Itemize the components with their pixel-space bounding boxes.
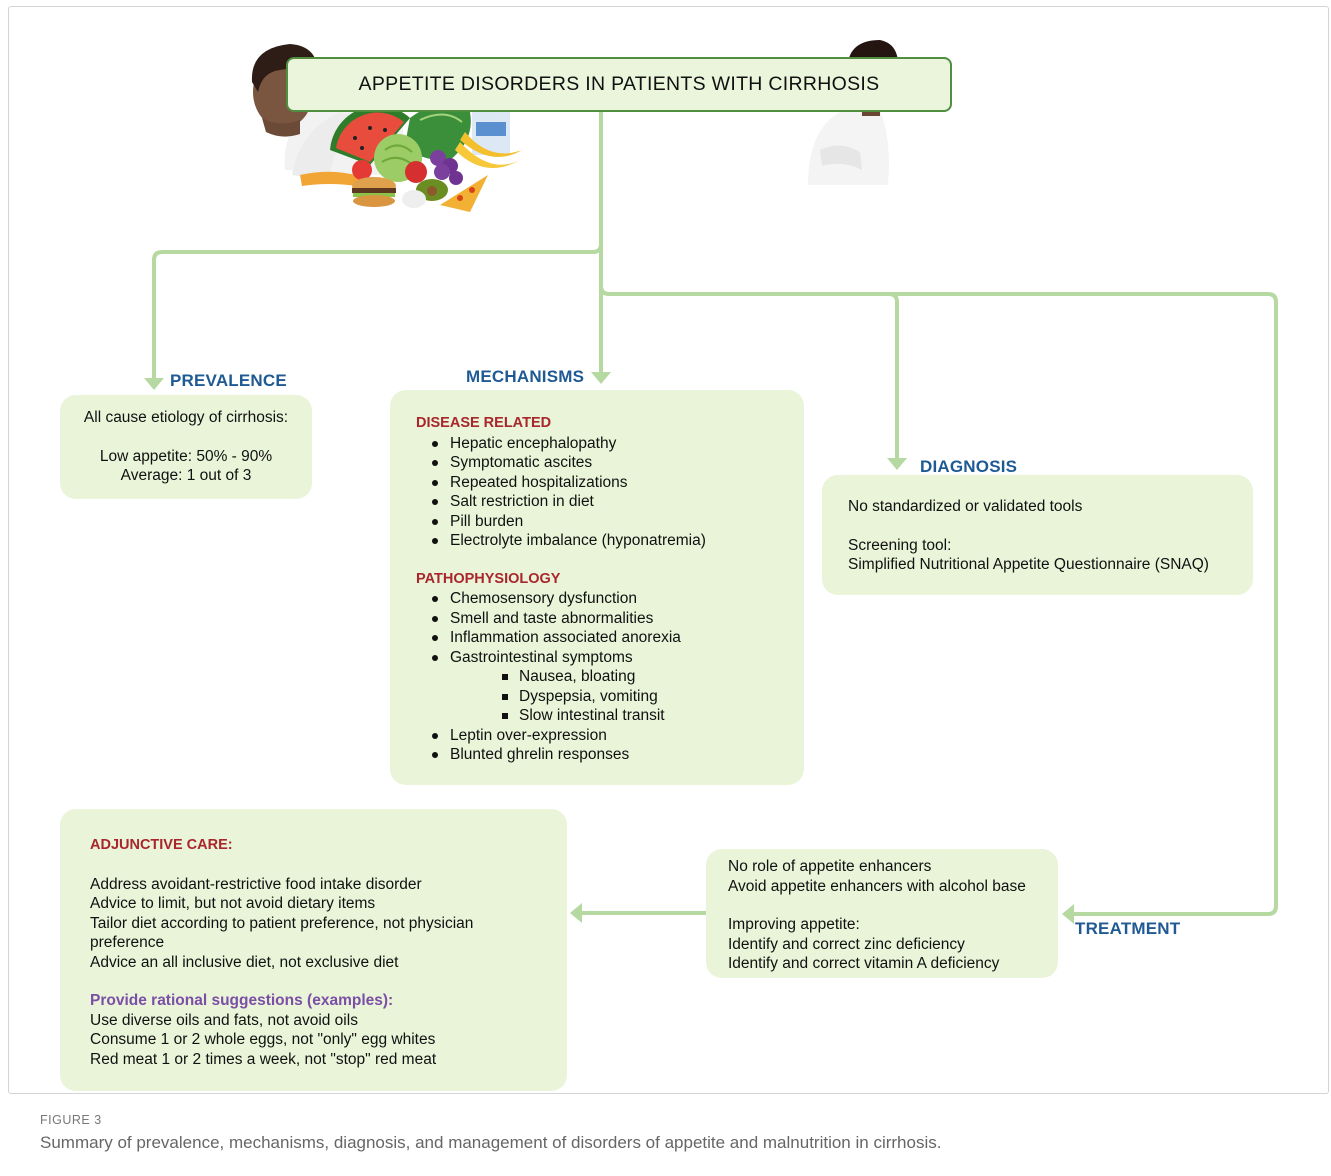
mechanisms-box: DISEASE RELATED Hepatic encephalopathy S… xyxy=(390,390,804,785)
diagnosis-heading: DIAGNOSIS xyxy=(920,457,1018,476)
list-item: Smell and taste abnormalities xyxy=(416,609,804,629)
prevalence-line: Average: 1 out of 3 xyxy=(120,467,252,484)
list-item: Inflammation associated anorexia xyxy=(416,628,804,648)
adjunctive-line: Address avoidant-restrictive food intake… xyxy=(90,875,422,893)
mechanisms-heading: MECHANISMS xyxy=(466,367,585,386)
list-item: Nausea, bloating xyxy=(416,667,804,687)
list-item: Chemosensory dysfunction xyxy=(416,589,804,609)
suggestion-line: Use diverse oils and fats, not avoid oil… xyxy=(90,1011,358,1029)
treatment-line: No role of appetite enhancers xyxy=(728,858,932,875)
suggestion-line: Consume 1 or 2 whole eggs, not "only" eg… xyxy=(90,1031,436,1048)
arrowhead-diagnosis xyxy=(887,458,907,470)
list-item: Leptin over-expression xyxy=(416,726,804,746)
connector-to-prevalence xyxy=(152,112,603,378)
food-pile-illustration xyxy=(300,88,522,212)
list-item: Blunted ghrelin responses xyxy=(416,745,804,765)
treatment-box: No role of appetite enhancers Avoid appe… xyxy=(706,849,1058,978)
pathophysiology-list-continued: Leptin over-expression Blunted ghrelin r… xyxy=(416,726,804,765)
list-item: Electrolyte imbalance (hyponatremia) xyxy=(416,531,804,551)
diagnosis-line: Screening tool: xyxy=(848,536,952,554)
figure-label: FIGURE 3 xyxy=(40,1113,102,1127)
gi-symptoms-sublist: Nausea, bloating Dyspepsia, vomiting Slo… xyxy=(416,667,804,726)
prevalence-line: All cause etiology of cirrhosis: xyxy=(83,409,289,426)
list-item: Salt restriction in diet xyxy=(416,492,804,512)
suggestions-heading: Provide rational suggestions (examples): xyxy=(90,992,394,1009)
adjunctive-care-heading: ADJUNCTIVE CARE: xyxy=(90,837,233,853)
disease-related-list: Hepatic encephalopathy Symptomatic ascit… xyxy=(416,434,804,551)
prevalence-line: Low appetite: 50% - 90% xyxy=(99,447,273,465)
list-item: Gastrointestinal symptoms xyxy=(416,648,804,668)
diagnosis-line: Simplified Nutritional Appetite Question… xyxy=(848,556,1209,573)
arrowhead-mechanisms xyxy=(591,372,611,384)
arrowhead-treatment xyxy=(1062,904,1074,924)
adjunctive-line: Tailor diet according to patient prefere… xyxy=(90,914,474,952)
adjunctive-line: Advice an all inclusive diet, not exclus… xyxy=(90,953,399,971)
treatment-line: Avoid appetite enhancers with alcohol ba… xyxy=(728,877,1026,895)
figure-caption: Summary of prevalence, mechanisms, diagn… xyxy=(40,1133,942,1152)
arrowhead-prevalence xyxy=(144,378,164,390)
suggestion-line: Red meat 1 or 2 times a week, not "stop"… xyxy=(90,1050,437,1068)
connector-to-treatment xyxy=(889,292,1278,916)
treatment-line: Identify and correct vitamin A deficienc… xyxy=(728,955,1000,972)
list-item: Pill burden xyxy=(416,512,804,532)
prevalence-heading: PREVALENCE xyxy=(170,371,287,390)
connector-to-diagnosis xyxy=(599,244,899,458)
arrowhead-adjunctive xyxy=(570,903,582,923)
adjunctive-care-box: ADJUNCTIVE CARE: Address avoidant-restri… xyxy=(60,809,567,1091)
pathophysiology-list: Chemosensory dysfunction Smell and taste… xyxy=(416,589,804,667)
disease-related-heading: DISEASE RELATED xyxy=(416,415,552,431)
treatment-line: Identify and correct zinc deficiency xyxy=(728,935,965,953)
diagnosis-line: No standardized or validated tools xyxy=(848,498,1083,515)
list-item: Symptomatic ascites xyxy=(416,453,804,473)
treatment-heading: TREATMENT xyxy=(1075,919,1181,938)
diagnosis-box: No standardized or validated tools Scree… xyxy=(822,475,1253,595)
list-item: Slow intestinal transit xyxy=(416,706,804,726)
figure-frame xyxy=(8,6,1329,1094)
pathophysiology-heading: PATHOPHYSIOLOGY xyxy=(416,570,561,587)
treatment-line: Improving appetite: xyxy=(728,916,860,933)
list-item: Hepatic encephalopathy xyxy=(416,434,804,454)
prevalence-box: All cause etiology of cirrhosis: Low app… xyxy=(60,395,312,499)
diagram-title: APPETITE DISORDERS IN PATIENTS WITH CIRR… xyxy=(286,57,952,112)
adjunctive-line: Advice to limit, but not avoid dietary i… xyxy=(90,895,376,912)
list-item: Repeated hospitalizations xyxy=(416,473,804,493)
list-item: Dyspepsia, vomiting xyxy=(416,687,804,707)
